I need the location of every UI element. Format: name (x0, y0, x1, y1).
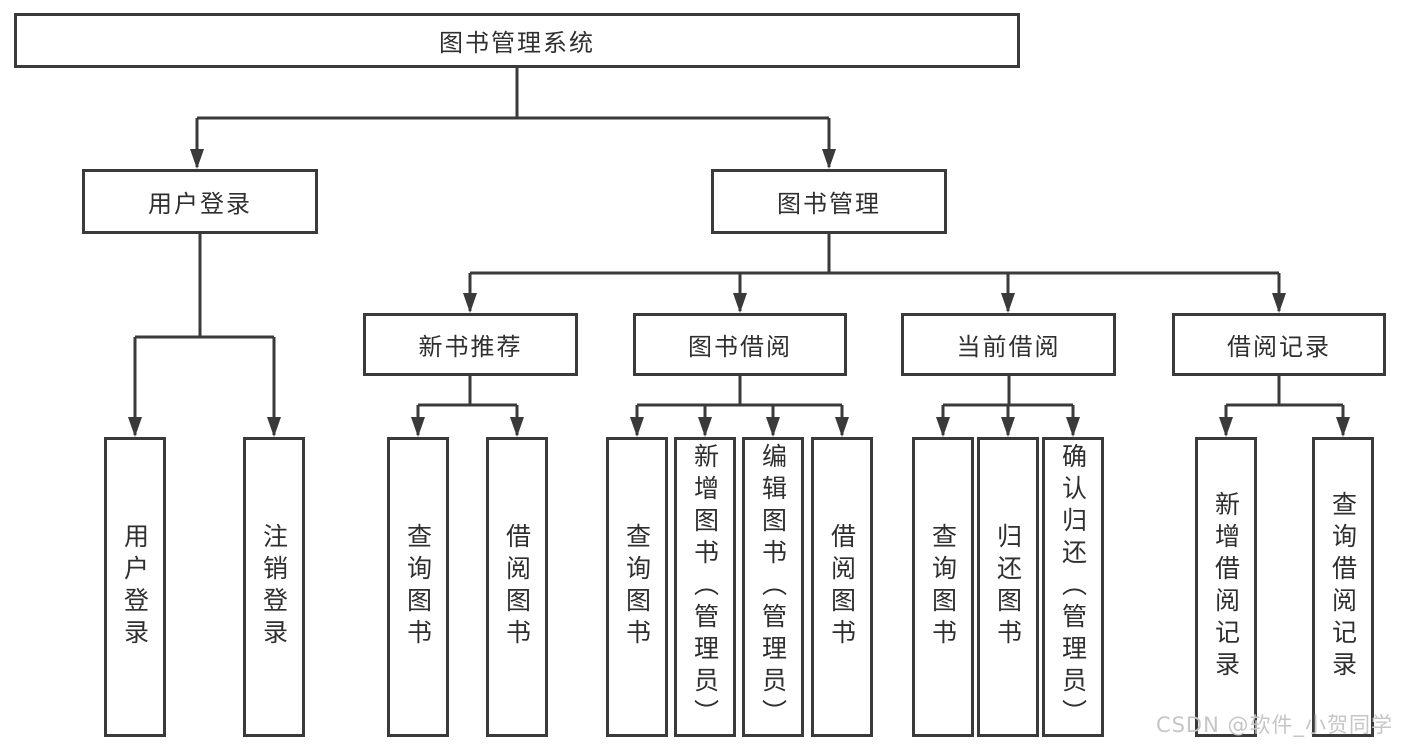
connector-current-borrow-children (936, 376, 1080, 437)
leaf-borrow-books-recommend: 借阅图书 (486, 437, 548, 737)
node-book-management: 图书管理 (711, 169, 947, 234)
csdn-watermark: CSDN @软件_小贺同学 (1155, 713, 1393, 737)
leaf-user-login: 用户登录 (104, 437, 166, 737)
node-current-borrow: 当前借阅 (901, 313, 1116, 376)
leaf-query-books-current: 查询图书 (912, 437, 974, 737)
node-user-login: 用户登录 (82, 169, 318, 234)
connector-book-borrow-children (630, 376, 849, 437)
connector-book-management-children (463, 234, 1286, 313)
node-book-borrow: 图书借阅 (633, 313, 847, 376)
leaf-return-book: 归还图书 (977, 437, 1039, 737)
root-node-book-management-system: 图书管理系统 (14, 13, 1020, 68)
connector-root-to-level2 (190, 68, 836, 169)
leaf-add-book-admin: 新增图书（管理员） (674, 437, 736, 737)
connector-user-login-children (128, 234, 281, 437)
node-borrow-records: 借阅记录 (1172, 313, 1386, 376)
leaf-query-books-recommend: 查询图书 (387, 437, 449, 737)
leaf-confirm-return-admin: 确认归还（管理员） (1042, 437, 1104, 737)
leaf-query-books-borrow: 查询图书 (606, 437, 668, 737)
leaf-edit-book-admin: 编辑图书（管理员） (742, 437, 804, 737)
leaf-logout: 注销登录 (243, 437, 305, 737)
node-new-book-recommend: 新书推荐 (363, 313, 578, 376)
leaf-query-borrow-record: 查询借阅记录 (1312, 437, 1374, 737)
leaf-borrow-books: 借阅图书 (811, 437, 873, 737)
connector-new-book-recommend-children (411, 376, 524, 437)
leaf-add-borrow-record: 新增借阅记录 (1195, 437, 1257, 737)
connector-borrow-records-children (1219, 376, 1350, 437)
